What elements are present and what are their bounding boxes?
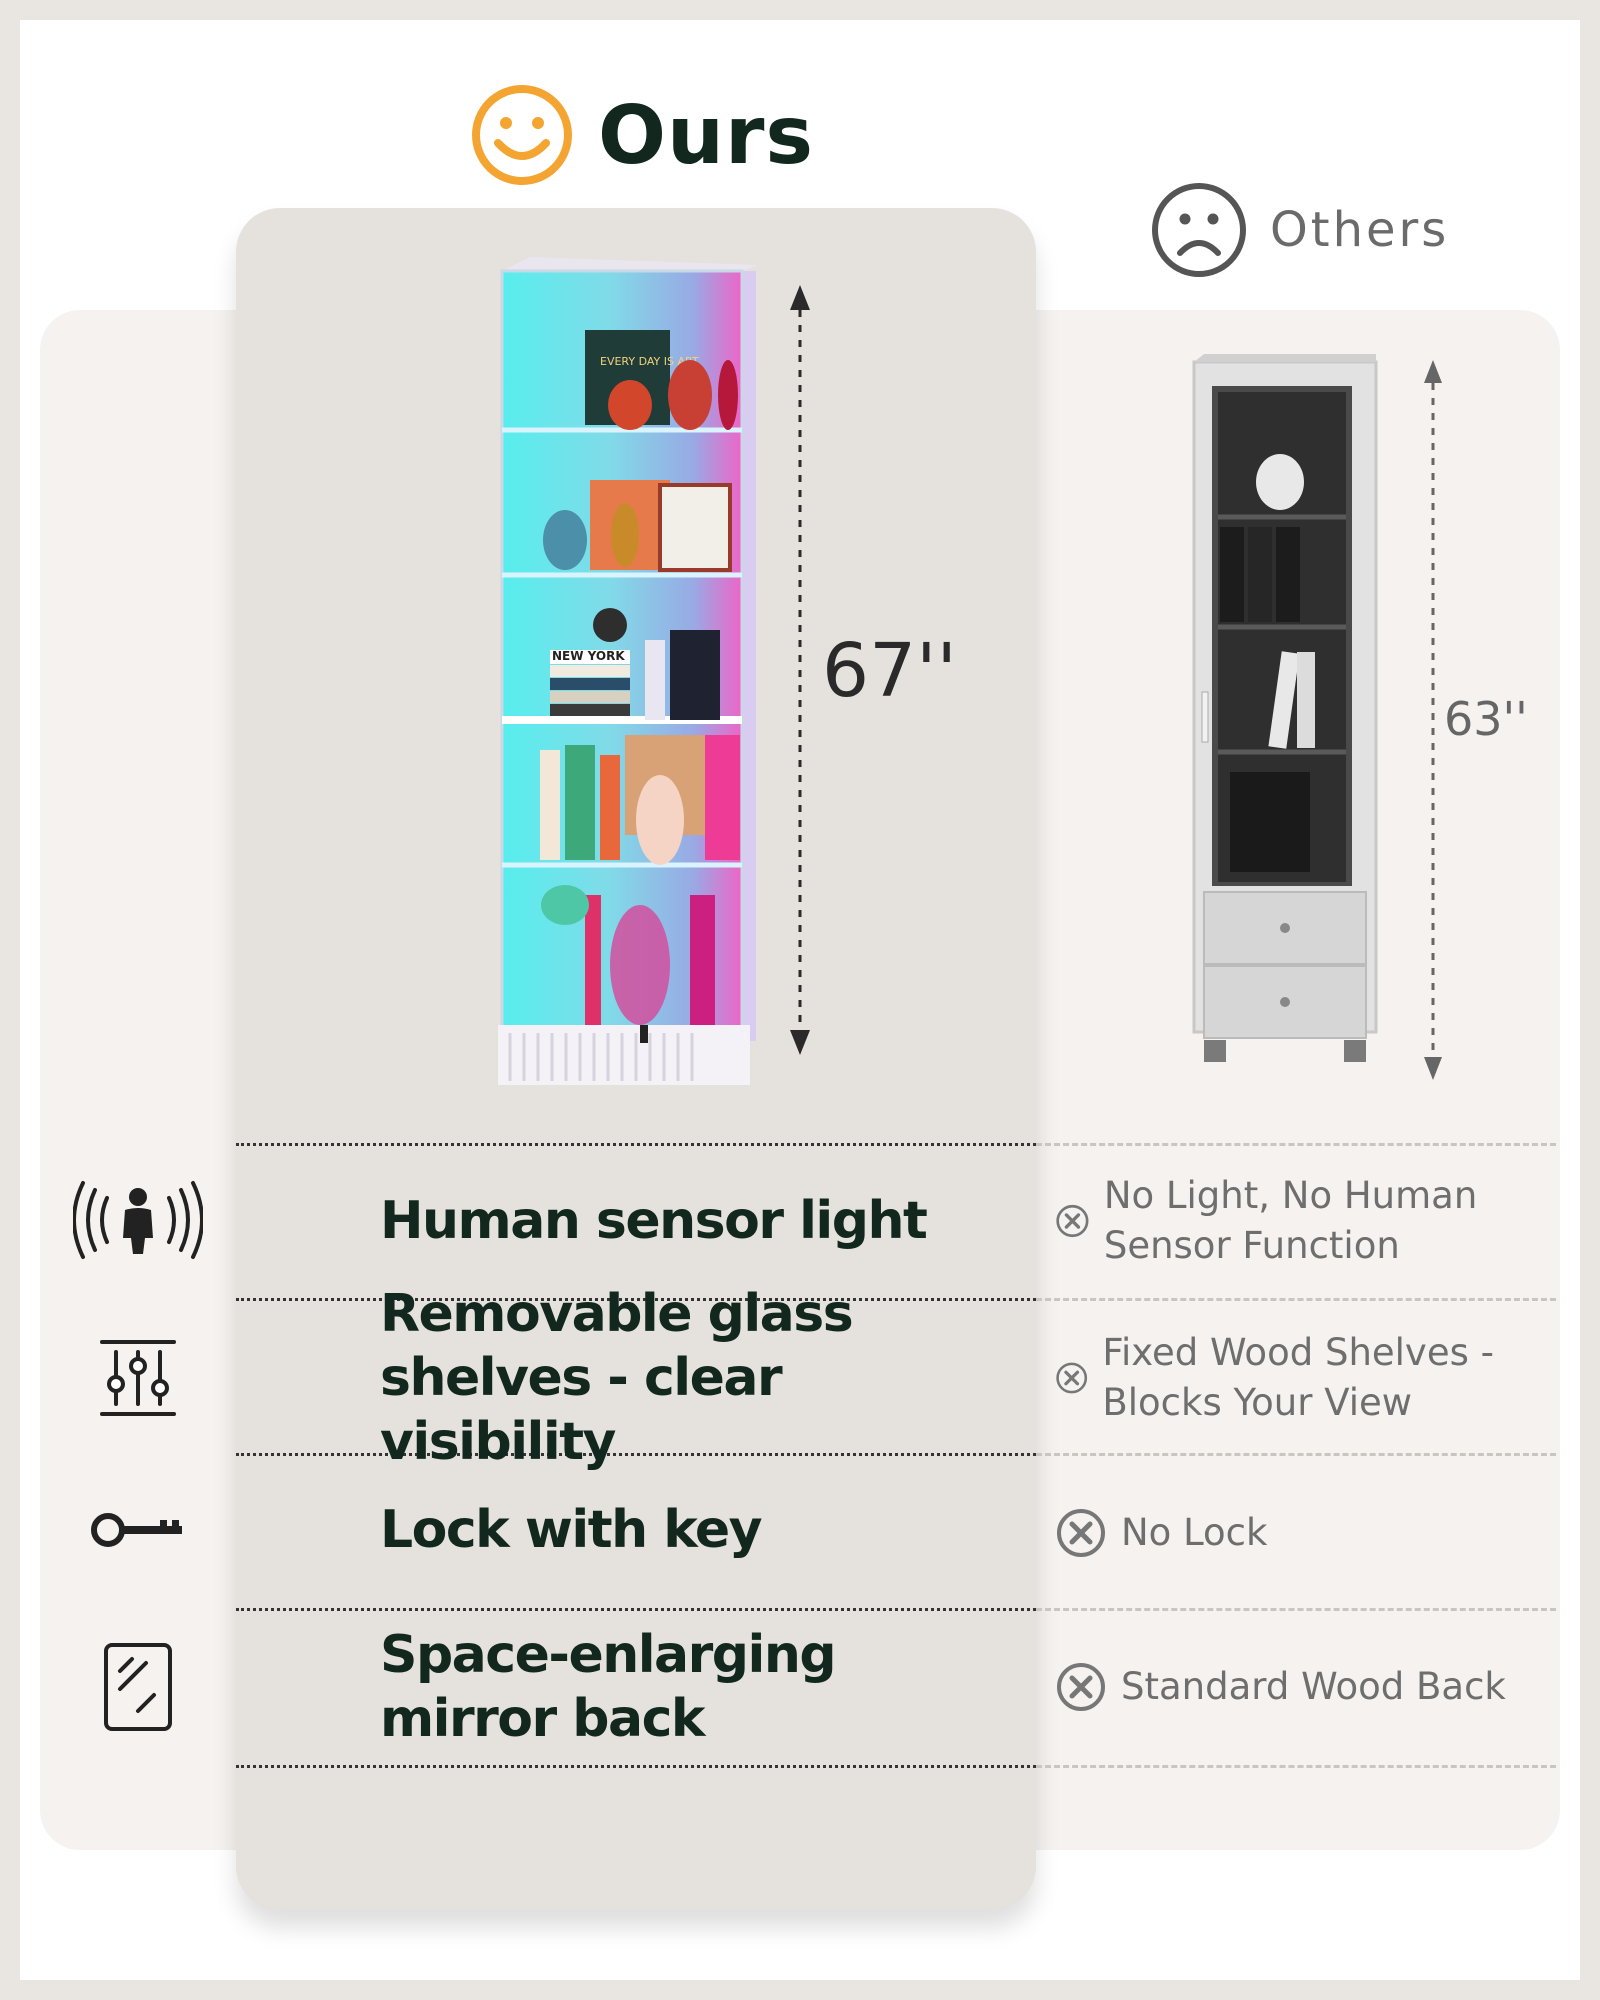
x-circle-icon	[1057, 1663, 1105, 1711]
feature-others-3-text: No Lock	[1121, 1511, 1268, 1554]
ours-height-label: 67''	[822, 628, 957, 714]
row-divider	[236, 1765, 1036, 1768]
row-divider	[236, 1143, 1036, 1146]
others-title: Others	[1270, 202, 1450, 258]
others-height-arrow	[1424, 360, 1442, 1080]
feature-others-4: Standard Wood Back	[1055, 1632, 1560, 1742]
row-divider	[1036, 1608, 1556, 1611]
feature-ours-1: Human sensor light	[380, 1191, 928, 1251]
sad-face-icon	[1152, 183, 1246, 277]
row-divider	[1036, 1143, 1556, 1146]
row-divider	[236, 1298, 1036, 1301]
feature-others-1: No Light, No Human Sensor Function	[1055, 1163, 1560, 1279]
feature-ours-4: Space-enlarging mirror back	[380, 1625, 837, 1749]
row-divider	[1036, 1765, 1556, 1768]
ours-header: Ours	[470, 85, 815, 185]
x-circle-icon	[1056, 1362, 1088, 1394]
row-divider	[1036, 1453, 1556, 1456]
feature-row-2-icon	[70, 1330, 205, 1425]
cabinet-sign-text: EVERY DAY IS ART	[600, 355, 699, 368]
ours-height-arrow	[790, 285, 810, 1055]
row-divider	[1036, 1298, 1556, 1301]
mirror-icon	[103, 1643, 172, 1731]
others-wood-cabinet-image	[1192, 354, 1378, 1062]
adjustable-shelves-icon	[99, 1339, 176, 1416]
feature-others-4-text: Standard Wood Back	[1121, 1665, 1506, 1708]
human-sensor-icon	[72, 1181, 203, 1259]
others-header: Others	[1150, 180, 1449, 280]
feature-others-1-text: No Light, No Human Sensor Function	[1103, 1174, 1478, 1267]
feature-ours-3: Lock with key	[380, 1500, 763, 1560]
feature-others-2-text: Fixed Wood Shelves - Blocks Your View	[1102, 1331, 1494, 1424]
feature-others-2: Fixed Wood Shelves - Blocks Your View	[1055, 1318, 1560, 1438]
smile-icon	[472, 85, 572, 185]
row-divider	[236, 1453, 1036, 1456]
ours-title: Ours	[598, 88, 815, 182]
feature-row-3-icon	[70, 1490, 205, 1570]
x-circle-icon	[1056, 1204, 1089, 1238]
cabinet-book-text: NEW YORK	[552, 649, 625, 663]
feature-others-3: No Lock	[1055, 1478, 1560, 1588]
feature-row-4-icon	[70, 1640, 205, 1734]
feature-row-1-icon	[70, 1175, 205, 1265]
key-icon	[90, 1513, 182, 1547]
ours-display-cabinet-image: EVERY DAY IS ART NEW YORK	[498, 257, 758, 1085]
row-divider	[236, 1608, 1036, 1611]
others-height-label: 63''	[1444, 692, 1528, 746]
x-circle-icon	[1057, 1509, 1105, 1557]
feature-ours-2: Removable glass shelves - clear visibili…	[380, 1284, 854, 1472]
